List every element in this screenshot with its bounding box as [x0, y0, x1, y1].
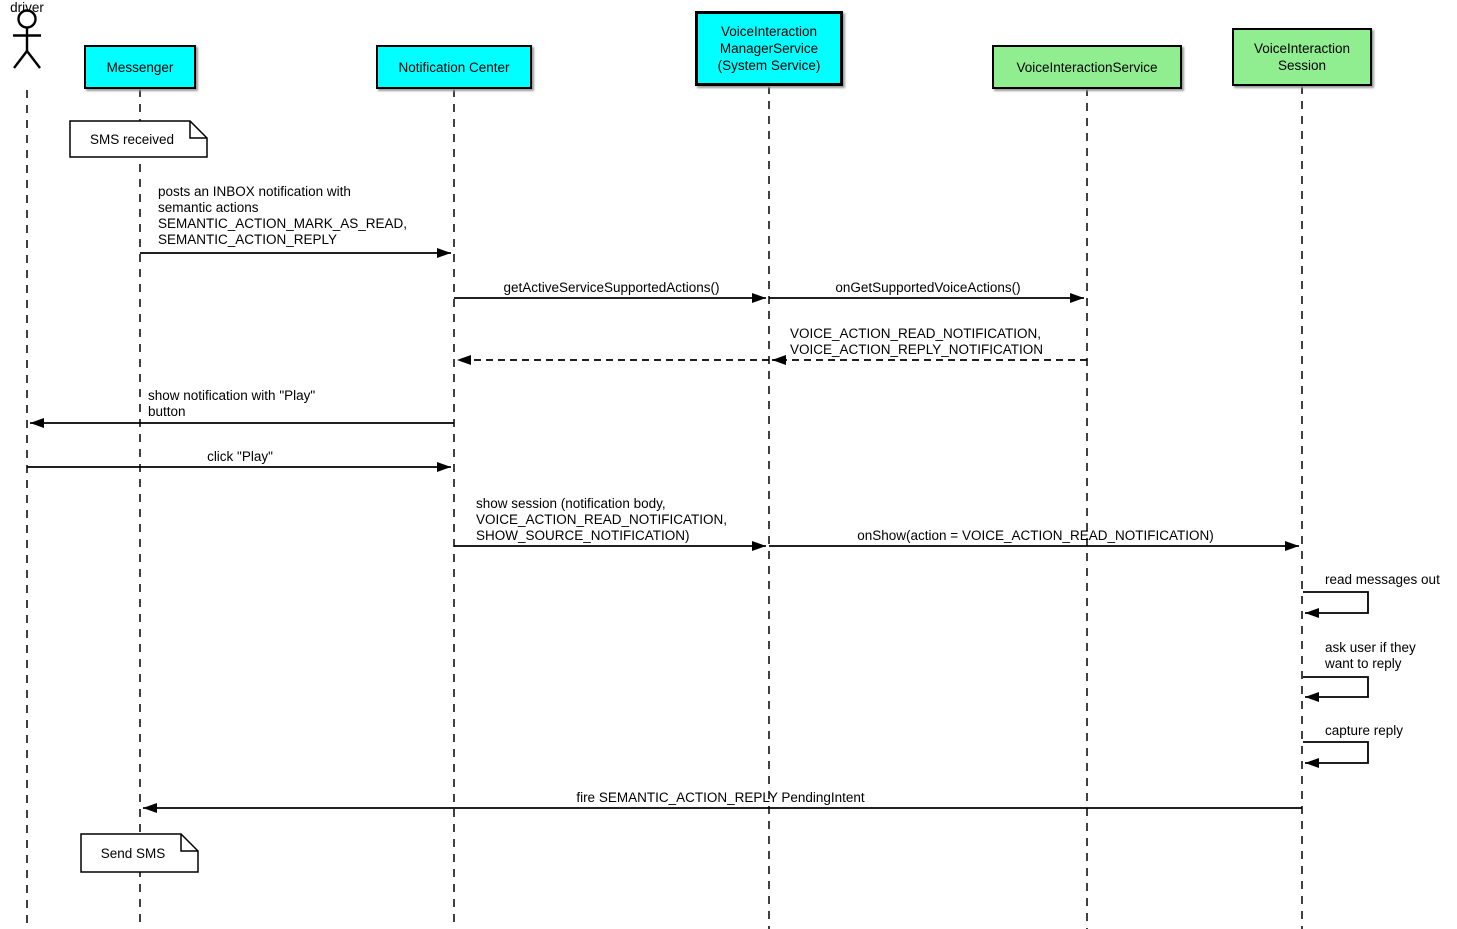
label-voice-actions-return: VOICE_ACTION_READ_NOTIFICATION, VOICE_AC…	[790, 326, 1044, 357]
label-get-active-service-supported-actions: getActiveServiceSupportedActions()	[503, 280, 720, 295]
note-shapes	[69, 120, 208, 873]
note-send-sms-fold	[180, 834, 198, 852]
label-show-session: show session (notification body, VOICE_A…	[476, 496, 728, 543]
actor-driver-label: driver	[10, 0, 44, 15]
label-on-get-supported-voice-actions: onGetSupportedVoiceActions()	[835, 280, 1021, 295]
actor-icon	[13, 9, 41, 69]
label-ask-user-reply: ask user if they want to reply	[1325, 640, 1416, 671]
participant-vi-session: VoiceInteraction Session	[1232, 28, 1372, 86]
label-capture-reply: capture reply	[1325, 723, 1404, 738]
self-arrow-capture-reply	[1303, 741, 1369, 768]
note-sms-received-shape	[69, 120, 208, 158]
label-read-messages-out: read messages out	[1325, 572, 1440, 587]
self-arrow-read-messages-out	[1303, 591, 1369, 618]
note-send-sms: Send SMS	[100, 845, 166, 861]
note-sms-received: SMS received	[89, 131, 175, 147]
note-sms-received-fold	[189, 121, 207, 139]
label-click-play: click "Play"	[207, 449, 273, 464]
participant-notification-center: Notification Center	[376, 45, 532, 89]
participant-vi-manager-service: VoiceInteraction ManagerService (System …	[695, 11, 843, 86]
label-show-notification: show notification with "Play" button	[148, 388, 316, 419]
participant-messenger: Messenger	[84, 45, 196, 89]
label-posts-inbox-notification: posts an INBOX notification with semanti…	[158, 184, 408, 247]
label-on-show: onShow(action = VOICE_ACTION_READ_NOTIFI…	[857, 528, 1214, 543]
lifelines	[26, 86, 1303, 929]
note-send-sms-shape	[80, 833, 199, 873]
participant-vi-service: VoiceInteractionService	[992, 45, 1182, 89]
self-arrow-ask-user-reply	[1303, 676, 1369, 702]
label-fire-pending-intent: fire SEMANTIC_ACTION_REPLY PendingIntent	[576, 790, 865, 805]
message-arrows	[27, 248, 1369, 813]
